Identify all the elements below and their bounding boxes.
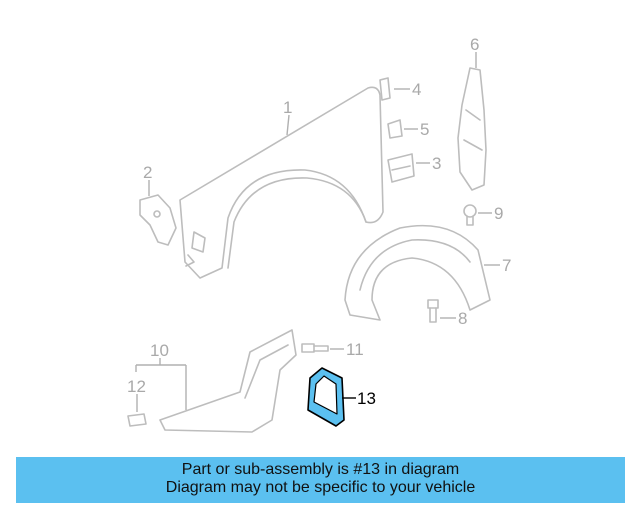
banner-line-2: Diagram may not be specific to your vehi… [165,479,476,496]
part-3-bracket [387,153,415,183]
part-13-seal-highlighted[interactable] [307,367,345,427]
callout-8: 8 [458,309,467,328]
banner-line-1: Part or sub-assembly is #13 in diagram [181,461,460,478]
part-7-liner [344,224,491,321]
info-banner: Part or sub-assembly is #13 in diagram D… [16,457,625,503]
callout-13: 13 [357,389,376,408]
part-1-fender [179,86,384,279]
part-2-bracket [139,194,177,246]
part-10-under-cover [159,329,297,433]
part-5-clip [387,119,403,139]
callout-7: 7 [502,256,511,275]
part-12-clip [127,413,147,427]
callout-12: 12 [127,377,146,396]
callout-10: 10 [150,341,169,360]
part-11-bolt [301,343,329,353]
parts-diagram: 1 2 4 5 3 6 9 7 [127,35,511,433]
callout-9: 9 [494,204,503,223]
callout-2: 2 [143,163,152,182]
callout-3: 3 [432,154,441,173]
part-9-fastener [463,204,477,226]
callout-11: 11 [346,340,364,359]
part-8-bolt [427,299,439,323]
callout-1: 1 [283,98,292,117]
part-6-panel [457,67,487,191]
callout-4: 4 [412,80,421,99]
callout-6: 6 [470,35,479,54]
part-4-clip [379,77,391,101]
callout-5: 5 [420,120,429,139]
